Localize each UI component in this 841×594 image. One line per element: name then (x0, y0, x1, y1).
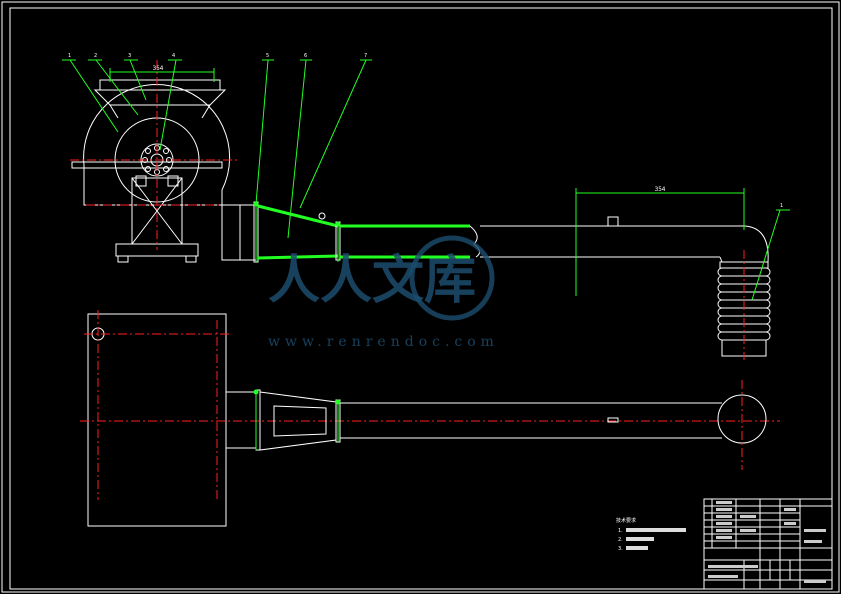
balloon-6: 6 (304, 53, 307, 59)
tech-req-item-3: 3. (618, 546, 623, 552)
tech-req-item-1: 1. (618, 528, 623, 534)
tech-req-heading: 技术要求 (616, 517, 636, 524)
discharge-pipe (221, 201, 771, 360)
balloon-4: 4 (172, 53, 175, 59)
plan-view (80, 310, 780, 527)
balloon-3: 3 (128, 53, 131, 59)
tech-req-item-2: 2. (618, 537, 623, 543)
base-rectangle (87, 313, 227, 527)
balloon-2: 2 (94, 53, 97, 59)
inner-border (9, 7, 833, 590)
technical-requirements: 技术要求 1. 2. 3. (616, 517, 686, 552)
title-block (703, 498, 833, 590)
balloon-8: 1 (780, 203, 783, 209)
balloon-7: 7 (364, 53, 367, 59)
title-block-fill (708, 501, 826, 583)
leaders (62, 59, 790, 450)
dimension-label-top: 354 (153, 65, 164, 72)
balloon-1: 1 (68, 53, 71, 59)
dimension-label-pipe: 354 (655, 186, 666, 193)
balloon-5: 5 (266, 53, 269, 59)
horizontal-band (71, 161, 223, 169)
blower-assembly (70, 60, 240, 263)
watermark-logo-text: 人人文库 (268, 251, 476, 311)
watermark: 人人文库 www.renrendoc.com (268, 235, 499, 350)
inlet-flange (99, 79, 221, 91)
transition-duct (221, 204, 257, 261)
fan-volute-casing (83, 84, 231, 206)
watermark-url: www.renrendoc.com (268, 334, 499, 350)
